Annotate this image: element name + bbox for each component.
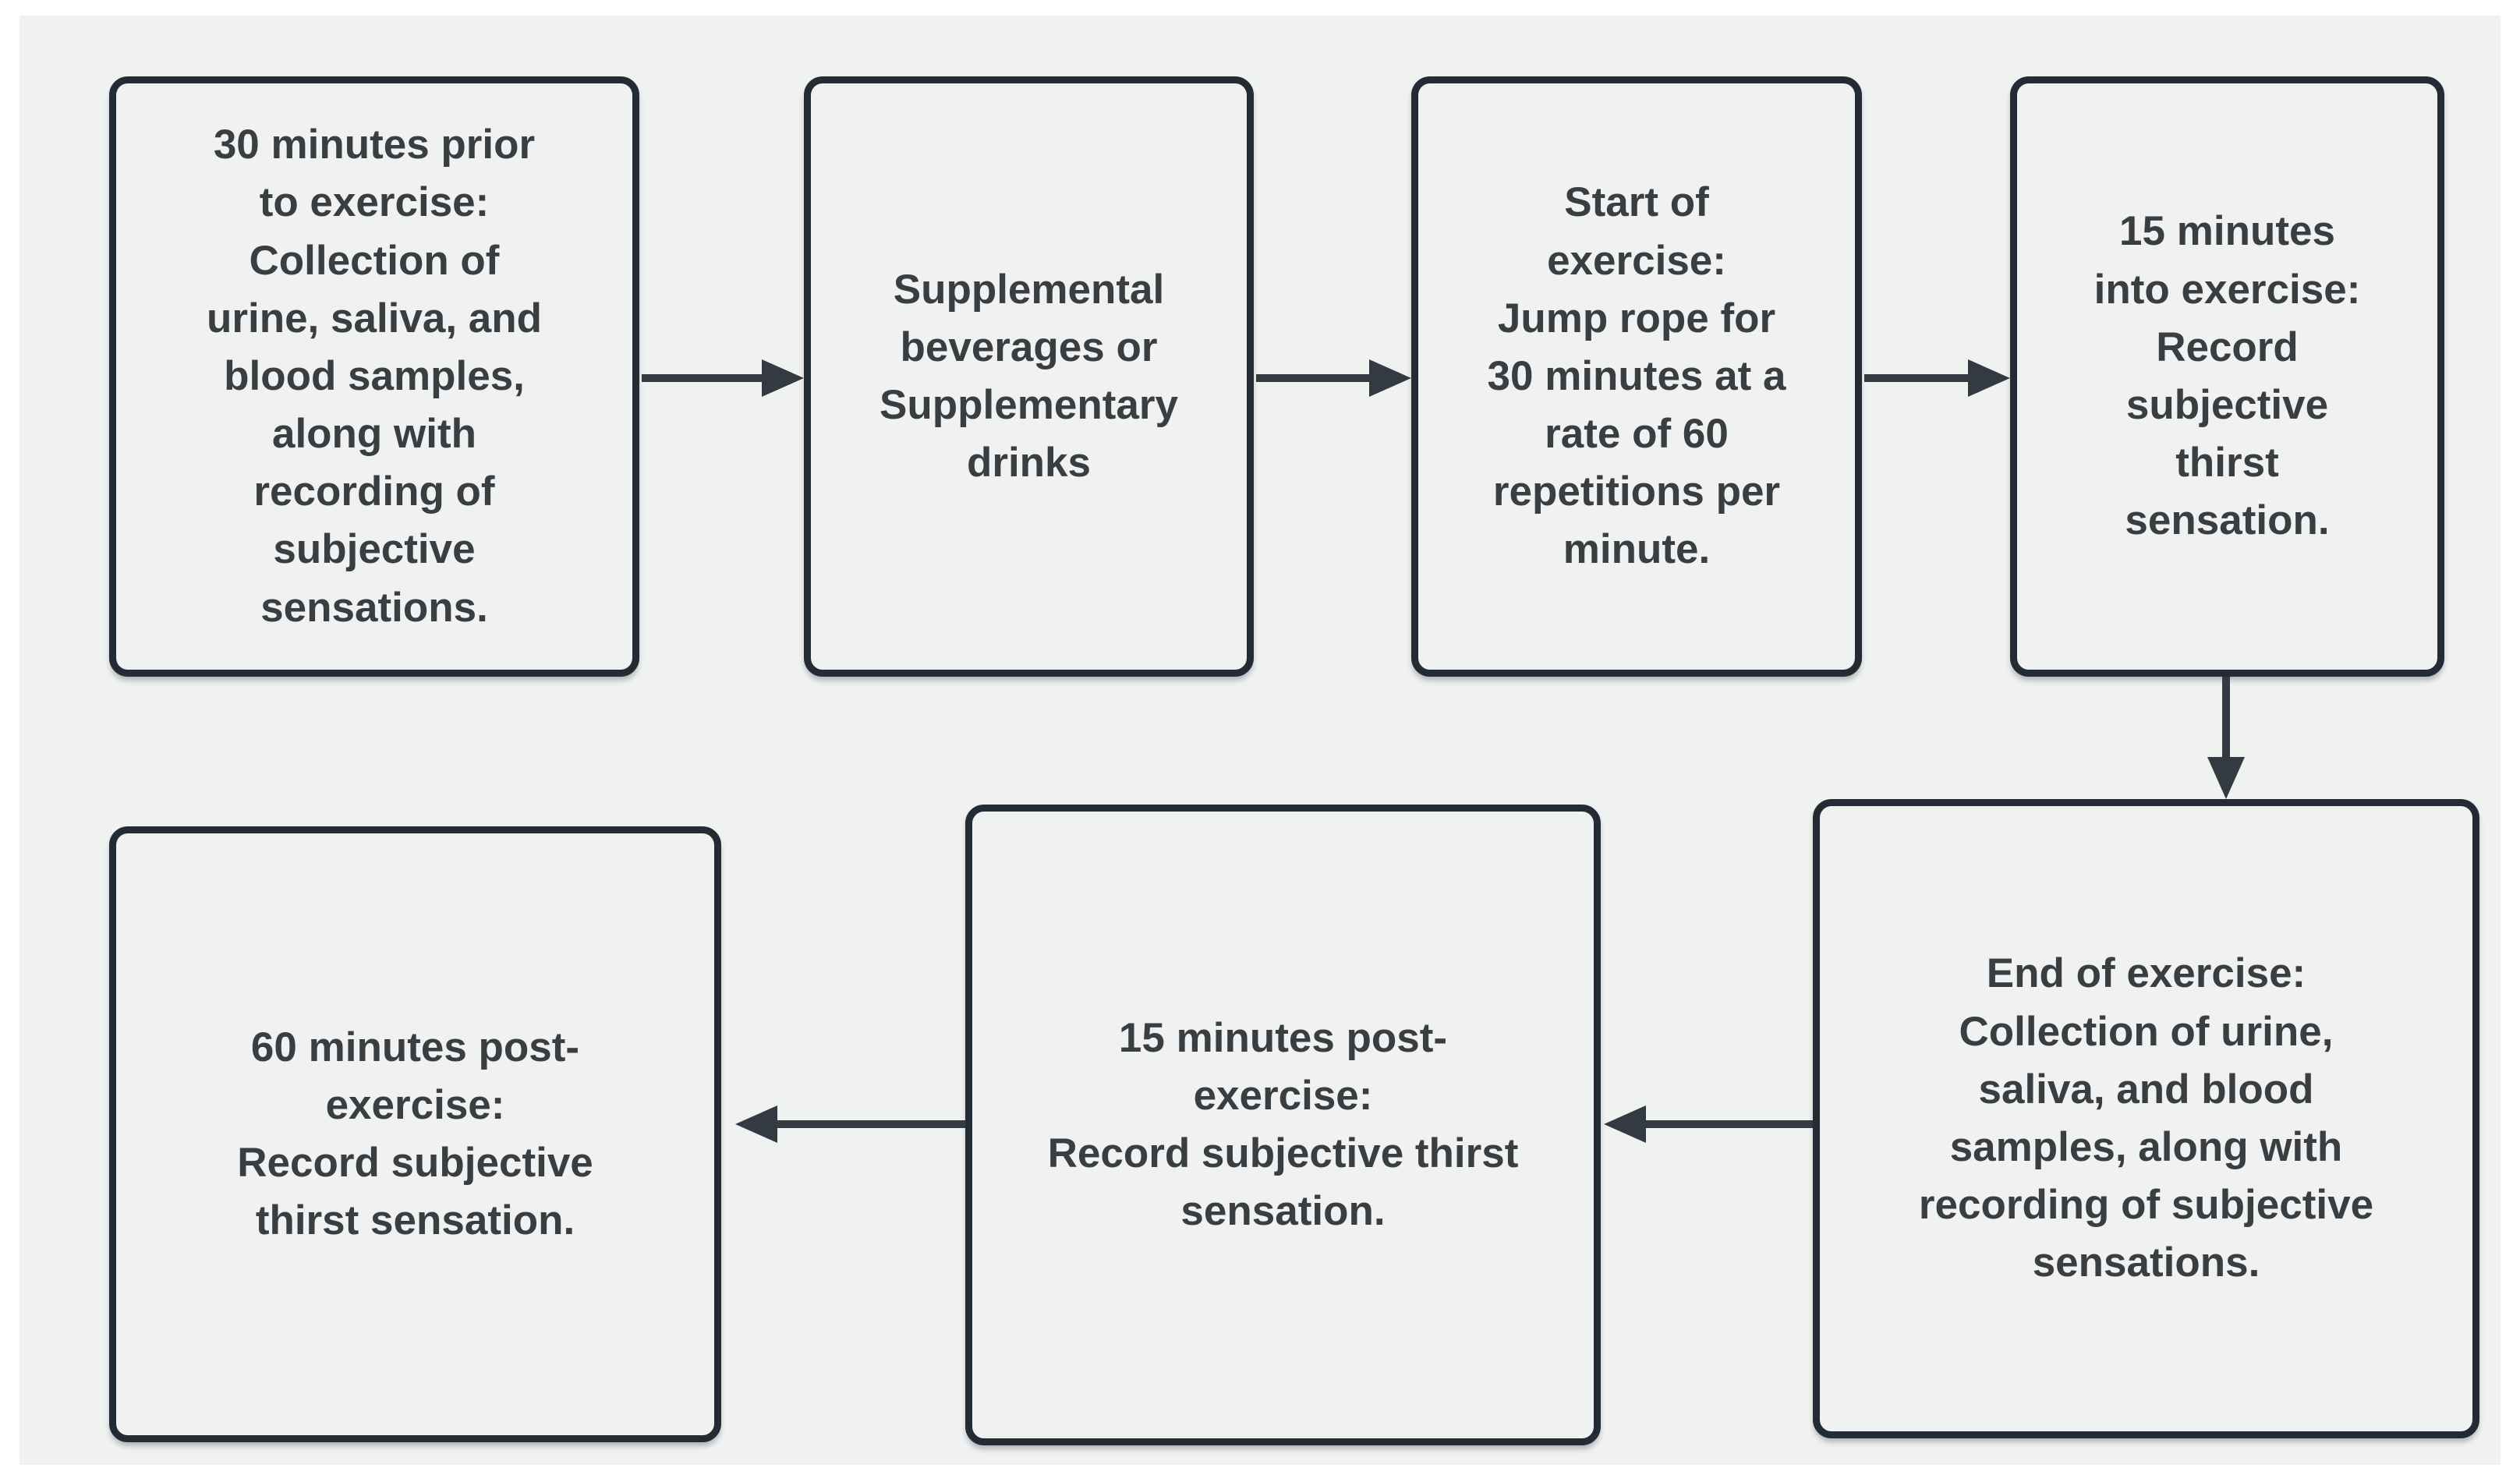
flow-node-label: 15 minutes into exercise: Record subject…	[2094, 208, 2361, 544]
arrow-shaft	[1641, 1120, 1813, 1128]
arrow-left-icon	[1604, 1105, 1813, 1143]
flow-node-label: 60 minutes post- exercise: Record subjec…	[237, 1024, 593, 1244]
flow-node-60-minutes-post-exercise: 60 minutes post- exercise: Record subjec…	[109, 826, 721, 1442]
arrow-left-icon	[735, 1105, 965, 1143]
arrow-head	[735, 1105, 777, 1143]
flow-node-label: End of exercise: Collection of urine, sa…	[1918, 950, 2374, 1286]
flow-node-label: Supplemental beverages or Supplementary …	[880, 266, 1178, 486]
flow-node-label: 15 minutes post- exercise: Record subjec…	[1047, 1014, 1519, 1235]
arrow-head	[1604, 1105, 1646, 1143]
flow-node-label: Start of exercise: Jump rope for 30 minu…	[1487, 179, 1786, 573]
arrow-head	[762, 359, 804, 397]
flow-node-end-of-exercise: End of exercise: Collection of urine, sa…	[1813, 799, 2479, 1438]
arrow-right-icon	[1256, 359, 1411, 397]
flow-node-supplemental-beverages: Supplemental beverages or Supplementary …	[804, 76, 1254, 677]
flow-node-15-minutes-post-exercise: 15 minutes post- exercise: Record subjec…	[965, 805, 1601, 1445]
arrow-shaft	[1256, 374, 1374, 382]
arrow-right-icon	[642, 359, 804, 397]
diagram-canvas: 30 minutes prior to exercise: Collection…	[19, 16, 2501, 1465]
arrow-head	[1369, 359, 1411, 397]
arrow-right-icon	[1864, 359, 2010, 397]
arrow-down-icon	[2207, 677, 2245, 799]
flow-node-start-of-exercise: Start of exercise: Jump rope for 30 minu…	[1411, 76, 1862, 677]
flow-node-pre-exercise-sampling: 30 minutes prior to exercise: Collection…	[109, 76, 639, 677]
arrow-shaft	[642, 374, 766, 382]
arrow-shaft	[1864, 374, 1973, 382]
flow-node-15-minutes-into-exercise: 15 minutes into exercise: Record subject…	[2010, 76, 2444, 677]
arrow-head	[2207, 757, 2245, 799]
flow-node-label: 30 minutes prior to exercise: Collection…	[206, 122, 543, 631]
arrow-shaft	[773, 1120, 965, 1128]
arrow-head	[1968, 359, 2010, 397]
arrow-shaft	[2222, 677, 2230, 762]
